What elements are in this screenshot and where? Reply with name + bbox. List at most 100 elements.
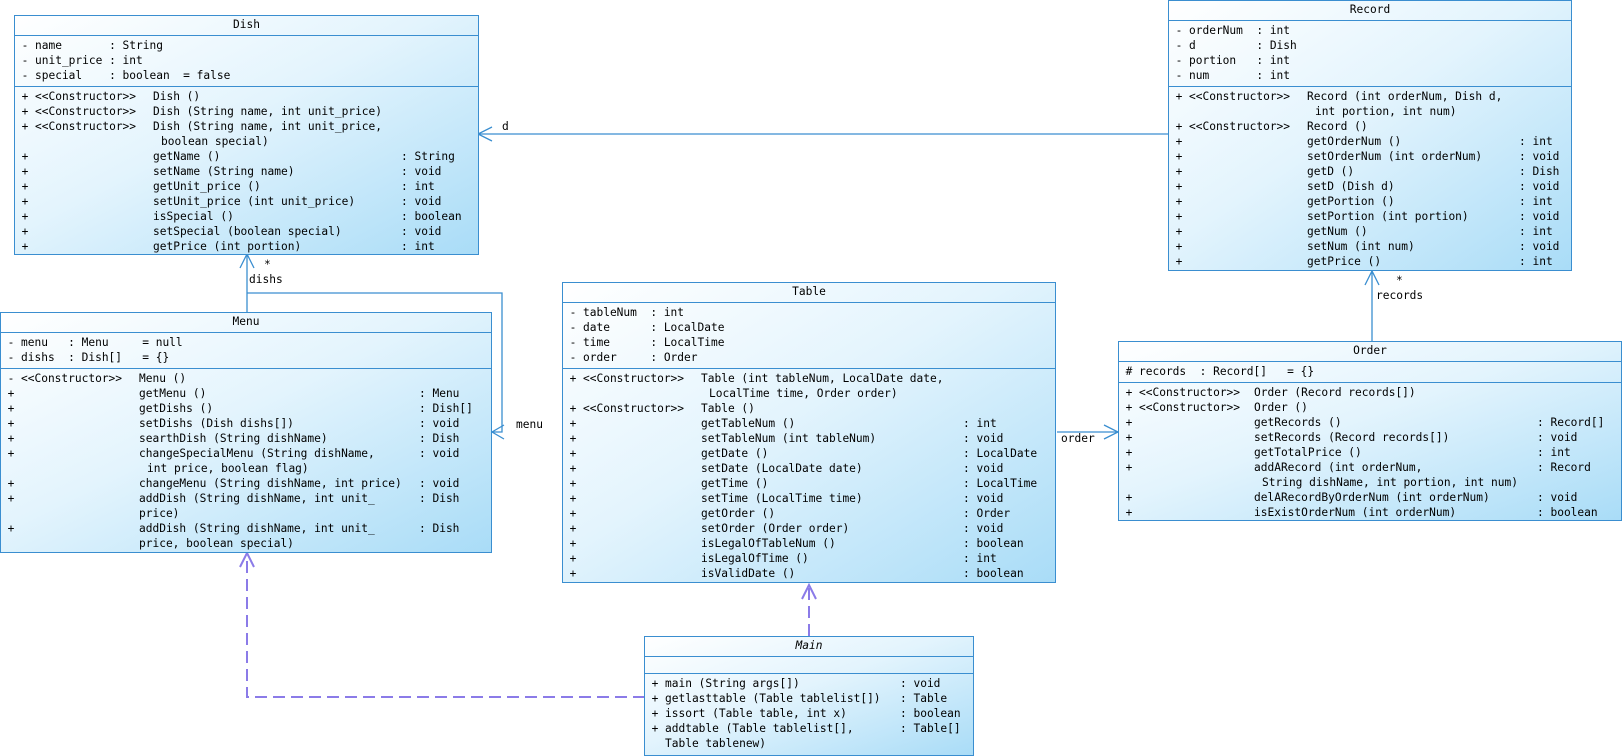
method-row: +getlasttable (Table tablelist[]): Table [645,691,973,706]
method-return-type: : LocalTime [963,477,1038,490]
constructor-stereotype: <<Constructor>> [1189,90,1291,103]
class-title: Table [563,283,1055,303]
method-signature: setDate (LocalDate date) [701,462,863,475]
method-signature: getTime () [701,477,769,490]
visibility-marker: + [1175,90,1183,103]
visibility-marker: + [21,240,29,253]
attribute-row: -menu : Menu = null [1,335,491,350]
association-label-dishs: dishs [249,273,283,286]
class-main[interactable]: Main +main (String args[]): void+getlast… [644,636,974,756]
attribute-row: -special : boolean = false [15,68,478,83]
method-row: Table tablenew) [645,736,973,751]
visibility-marker: - [1175,24,1183,37]
class-title: Record [1169,1,1571,21]
visibility-marker: - [7,372,15,385]
method-return-type: : boolean [963,537,1024,550]
method-return-type: : Dish [419,522,460,535]
method-return-type: : int [1537,446,1571,459]
method-signature: getD () [1307,165,1355,178]
visibility-marker: - [1175,39,1183,52]
method-signature: issort (Table table, int x) [665,707,847,720]
method-return-type: : void [1519,150,1560,163]
visibility-marker: + [1125,491,1133,504]
method-signature: changeMenu (String dishName, int price) [139,477,402,490]
method-signature: Record () [1307,120,1368,133]
attribute-row: -orderNum : int [1169,23,1571,38]
constructor-stereotype: <<Constructor>> [1139,386,1241,399]
class-record[interactable]: Record -orderNum : int-d : Dish-portion … [1168,0,1572,271]
method-signature: delARecordByOrderNum (int orderNum) [1254,491,1490,504]
method-return-type: : void [963,492,1004,505]
class-menu[interactable]: Menu -menu : Menu = null-dishs : Dish[] … [0,312,492,553]
method-signature: getOrder () [701,507,776,520]
method-row: +setDishs (Dish dishs[]): void [1,416,491,431]
visibility-marker: + [1175,225,1183,238]
attribute-row: -name : String [15,38,478,53]
method-return-type: : Order [963,507,1011,520]
method-row: +setName (String name): void [15,164,478,179]
method-row: +addDish (String dishName, int unit_: Di… [1,521,491,536]
method-return-type: : Record[] [1537,416,1605,429]
visibility-marker: + [1175,150,1183,163]
method-row: +getRecords (): Record[] [1119,415,1621,430]
method-signature: Menu () [139,372,187,385]
method-row: +getPortion (): int [1169,194,1571,209]
method-return-type: : int [401,180,435,193]
method-signature: setD (Dish d) [1307,180,1395,193]
visibility-marker: + [569,432,577,445]
method-row: +setDate (LocalDate date): void [563,461,1055,476]
method-return-type: : Record [1537,461,1591,474]
class-title: Dish [15,16,478,36]
attribute-row: #records : Record[] = {} [1119,364,1621,379]
method-row: +isValidDate (): boolean [563,566,1055,581]
method-row: +addDish (String dishName, int unit_: Di… [1,491,491,506]
attribute-row: -date : LocalDate [563,320,1055,335]
method-signature: isLegalOfTableNum () [701,537,836,550]
method-signature: Table (int tableNum, LocalDate date, [701,372,944,385]
visibility-marker: + [1175,135,1183,148]
method-signature: getRecords () [1254,416,1342,429]
attribute-text: d : Dish [1189,39,1297,52]
class-dish[interactable]: Dish -name : String-unit_price : int-spe… [14,15,479,255]
visibility-marker: + [21,225,29,238]
method-return-type: : void [419,447,460,460]
method-signature: Dish (String name, int unit_price) [153,105,383,118]
attributes-section [645,657,973,674]
class-order[interactable]: Order #records : Record[] = {} + <<Constr… [1118,341,1622,521]
method-row: int price, boolean flag) [1,461,491,476]
method-row: +setOrderNum (int orderNum): void [1169,149,1571,164]
method-row: +getTableNum (): int [563,416,1055,431]
method-return-type: : int [963,552,997,565]
class-table[interactable]: Table -tableNum : int-date : LocalDate-t… [562,282,1056,583]
visibility-marker: + [1175,195,1183,208]
attribute-row: -portion : int [1169,53,1571,68]
method-return-type: : Dish [419,432,460,445]
method-row: +getDate (): LocalDate [563,446,1055,461]
method-signature: addARecord (int orderNum, [1254,461,1423,474]
method-signature: Order (Record records[]) [1254,386,1416,399]
class-title: Order [1119,342,1621,362]
multiplicity-dishs: * [264,258,271,271]
method-return-type: : String [401,150,455,163]
multiplicity-records: * [1396,274,1403,287]
method-row: +setUnit_price (int unit_price): void [15,194,478,209]
method-row: +setTableNum (int tableNum): void [563,431,1055,446]
method-return-type: : void [963,462,1004,475]
method-return-type: : void [1519,240,1560,253]
visibility-marker: + [21,120,29,133]
method-signature: int portion, int num) [1315,105,1457,118]
method-signature: int price, boolean flag) [147,462,309,475]
visibility-marker: + [1175,180,1183,193]
method-signature: addDish (String dishName, int unit_ [139,492,375,505]
method-row: +getUnit_price (): int [15,179,478,194]
constructor-stereotype: <<Constructor>> [21,372,123,385]
visibility-marker: - [569,306,577,319]
visibility-marker: + [1175,240,1183,253]
method-signature: boolean special) [161,135,269,148]
visibility-marker: + [1175,120,1183,133]
visibility-marker: - [569,336,577,349]
method-row: +getNum (): int [1169,224,1571,239]
method-signature: addtable (Table tablelist[], [665,722,854,735]
visibility-marker: + [21,195,29,208]
